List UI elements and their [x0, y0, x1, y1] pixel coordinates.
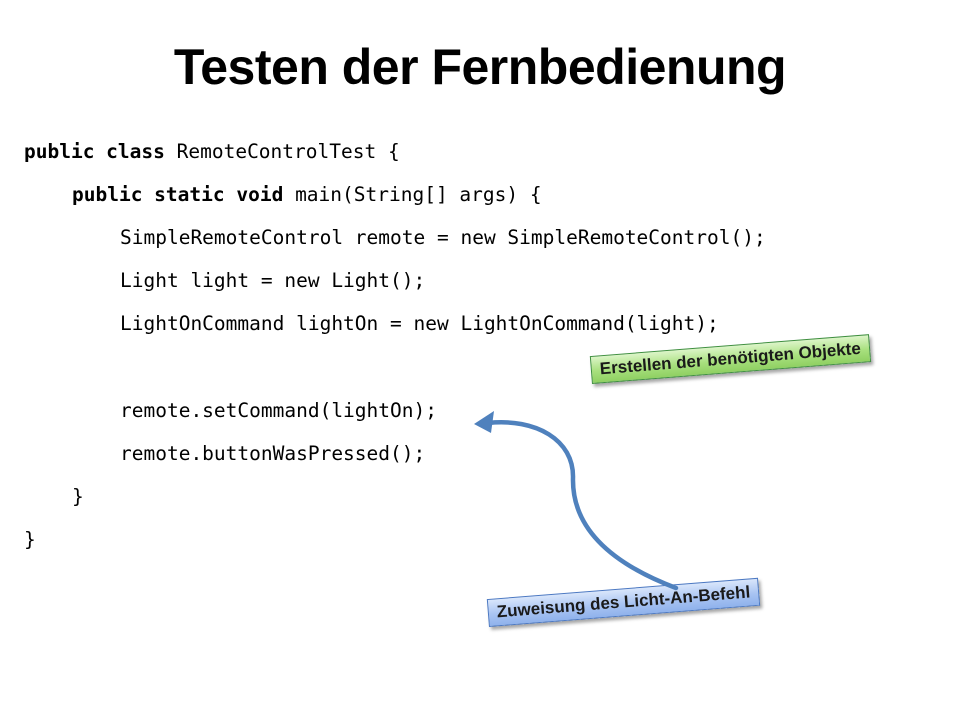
- slide-title: Testen der Fernbedienung: [173, 39, 787, 95]
- code-text: main(String[] args) {: [283, 183, 542, 206]
- code-keyword: public class: [24, 140, 165, 163]
- code-line-class-declaration: public class RemoteControlTest {: [24, 140, 400, 164]
- callout-create-objects: Erstellen der benötigten Objekte: [589, 334, 871, 384]
- code-text: RemoteControlTest {: [164, 140, 400, 163]
- code-line-set-command: remote.setCommand(lightOn);: [120, 399, 437, 422]
- code-keyword: public static void: [72, 183, 284, 206]
- curved-arrow-line: [485, 420, 679, 591]
- code-line-remote-init: SimpleRemoteControl remote = new SimpleR…: [120, 226, 766, 249]
- code-line-close-class: }: [24, 528, 36, 551]
- code-line-lighton-init: LightOnCommand lightOn = new LightOnComm…: [120, 312, 719, 335]
- code-line-light-init: Light light = new Light();: [120, 269, 426, 292]
- code-line-close-method: }: [72, 485, 84, 508]
- callout-assign-command: Zuweisung des Licht-An-Befehl: [486, 577, 761, 627]
- arrow-head-icon: [474, 411, 494, 433]
- code-line-main-method: public static void main(String[] args) {: [72, 183, 542, 207]
- code-line-button-pressed: remote.buttonWasPressed();: [120, 442, 426, 465]
